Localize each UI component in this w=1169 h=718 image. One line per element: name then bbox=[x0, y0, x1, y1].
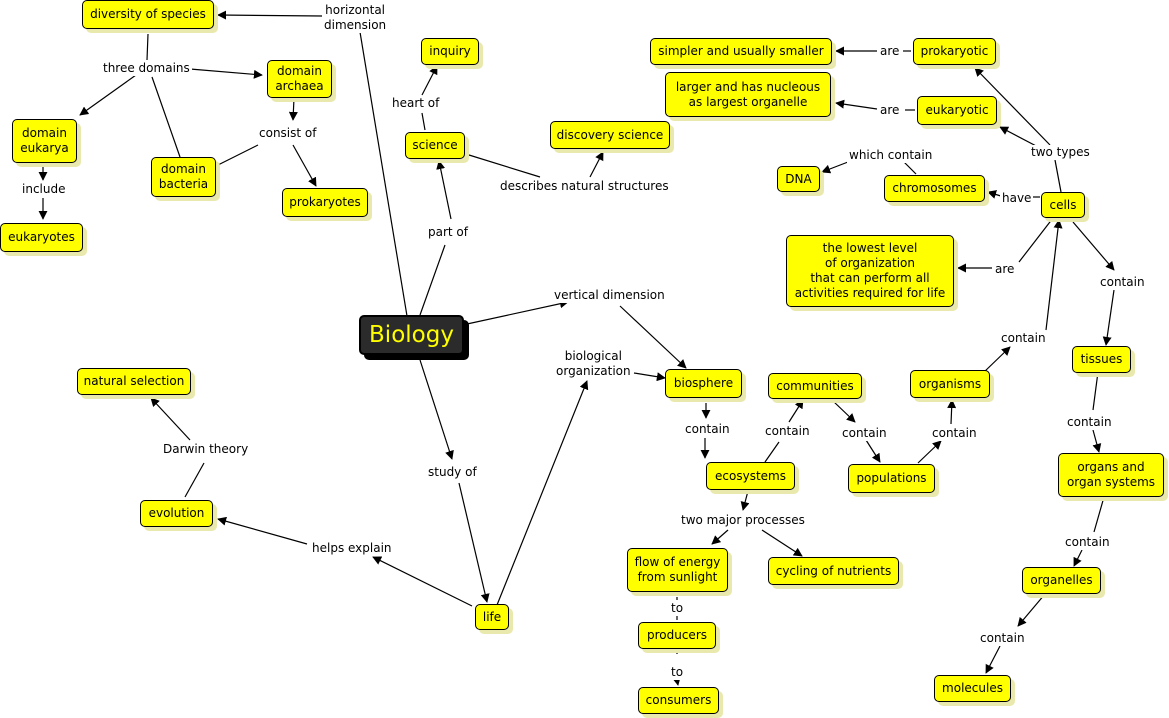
concept-prokaryotes[interactable]: prokaryotes bbox=[282, 188, 368, 217]
concept-inquiry[interactable]: inquiry bbox=[421, 38, 479, 65]
link-contain-tissues: contain bbox=[1098, 275, 1147, 290]
concept-organelles[interactable]: organelles bbox=[1022, 567, 1101, 594]
concept-producers[interactable]: producers bbox=[638, 622, 716, 649]
link-consist-of: consist of bbox=[257, 126, 319, 141]
link-describes-natural-structures: describes natural structures bbox=[498, 179, 671, 194]
concept-cycling-of-nutrients[interactable]: cycling of nutrients bbox=[768, 557, 899, 585]
link-are-prokaryotic: are bbox=[878, 44, 902, 59]
concept-consumers[interactable]: consumers bbox=[638, 687, 719, 714]
concept-eukaryotic[interactable]: eukaryotic bbox=[917, 96, 997, 125]
concept-simpler-and-smaller[interactable]: simpler and usually smaller bbox=[650, 38, 832, 65]
concept-domain-bacteria[interactable]: domain bacteria bbox=[151, 157, 216, 197]
link-horizontal-dimension: horizontal dimension bbox=[322, 3, 389, 33]
concept-domain-eukarya[interactable]: domain eukarya bbox=[12, 119, 77, 163]
link-contain-organelles: contain bbox=[1063, 535, 1112, 550]
link-part-of: part of bbox=[426, 225, 470, 240]
concept-discovery-science[interactable]: discovery science bbox=[550, 121, 670, 149]
link-which-contain: which contain bbox=[847, 148, 935, 163]
concept-communities[interactable]: communities bbox=[768, 373, 862, 399]
concept-molecules[interactable]: molecules bbox=[934, 675, 1011, 702]
link-contain-populations: contain bbox=[840, 426, 889, 441]
link-vertical-dimension: vertical dimension bbox=[552, 288, 667, 303]
concept-dna[interactable]: DNA bbox=[777, 166, 820, 192]
concept-natural-selection[interactable]: natural selection bbox=[77, 368, 191, 395]
concept-populations[interactable]: populations bbox=[848, 464, 935, 493]
concept-organs-and-organ-systems[interactable]: organs and organ systems bbox=[1058, 453, 1164, 497]
link-darwin-theory: Darwin theory bbox=[161, 442, 251, 457]
concept-tissues[interactable]: tissues bbox=[1072, 346, 1131, 373]
concept-cells[interactable]: cells bbox=[1041, 192, 1085, 218]
link-contain-organisms: contain bbox=[930, 426, 979, 441]
link-contain-organs: contain bbox=[1065, 415, 1114, 430]
concept-life[interactable]: life bbox=[475, 604, 509, 630]
concept-larger-with-nucleus[interactable]: larger and has nucleous as largest organ… bbox=[665, 72, 831, 117]
link-study-of: study of bbox=[426, 465, 479, 480]
link-to-consumers: to bbox=[669, 665, 686, 680]
concept-biology[interactable]: Biology bbox=[359, 315, 464, 355]
concept-evolution[interactable]: evolution bbox=[140, 500, 213, 527]
link-are-lowest-level: are bbox=[993, 262, 1017, 277]
concept-diversity-of-species[interactable]: diversity of species bbox=[82, 0, 214, 29]
concept-domain-archaea[interactable]: domain archaea bbox=[267, 60, 332, 98]
link-contain-biosphere: contain bbox=[683, 422, 732, 437]
concept-lowest-level-of-organization[interactable]: the lowest level of organization that ca… bbox=[786, 235, 954, 307]
concept-prokaryotic[interactable]: prokaryotic bbox=[913, 38, 996, 65]
link-two-major-processes: two major processes bbox=[679, 513, 807, 528]
link-biological-organization: biological organization bbox=[554, 349, 633, 379]
link-helps-explain: helps explain bbox=[310, 541, 394, 556]
link-include: include bbox=[20, 182, 68, 197]
link-contain-communities: contain bbox=[763, 424, 812, 439]
concept-biosphere[interactable]: biosphere bbox=[665, 369, 742, 398]
link-heart-of: heart of bbox=[390, 96, 442, 111]
link-two-types: two types bbox=[1029, 145, 1092, 160]
concept-science[interactable]: science bbox=[405, 132, 465, 159]
concept-organisms[interactable]: organisms bbox=[910, 370, 990, 398]
concept-flow-of-energy[interactable]: flow of energy from sunlight bbox=[627, 548, 728, 592]
concept-ecosystems[interactable]: ecosystems bbox=[706, 462, 795, 490]
link-have: have bbox=[1000, 191, 1034, 206]
link-three-domains: three domains bbox=[101, 61, 192, 76]
link-contain-molecules: contain bbox=[978, 631, 1027, 646]
link-contain-cells: contain bbox=[999, 331, 1048, 346]
link-are-eukaryotic: are bbox=[878, 103, 902, 118]
link-to-producers: to bbox=[669, 601, 686, 616]
concept-eukaryotes[interactable]: eukaryotes bbox=[0, 223, 83, 252]
concept-chromosomes[interactable]: chromosomes bbox=[884, 175, 985, 202]
